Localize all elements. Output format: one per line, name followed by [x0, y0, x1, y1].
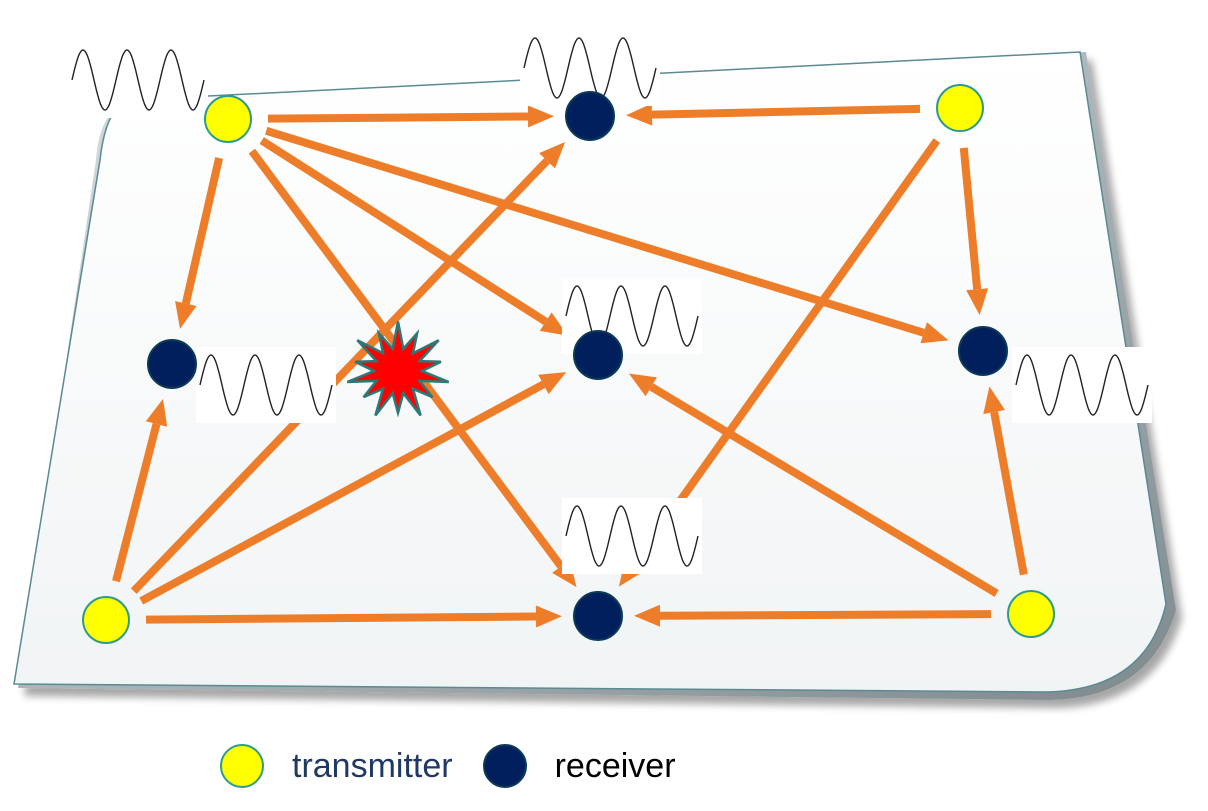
transmitter-node-tx-bottom-right: [1007, 590, 1055, 638]
arrow-tx-bottom-left-to-rx-bottom-center: [145, 605, 563, 628]
wave-signals: [68, 30, 1152, 574]
arrow-tx-top-left-to-rx-center: [259, 137, 568, 336]
sine-wave-icon: [68, 42, 208, 118]
arrow-tx-bottom-right-to-rx-middle-right: [983, 386, 1028, 576]
arrow-tx-bottom-left-to-rx-center: [139, 372, 567, 605]
sine-wave-icon: [562, 498, 702, 574]
receiver-node-rx-bottom-center: [573, 591, 623, 641]
arrow-tx-top-left-to-rx-middle-left: [175, 157, 223, 329]
legend-transmitter-label: transmitter: [292, 747, 453, 785]
collision-starburst: [346, 321, 450, 418]
arrow-tx-bottom-right-to-rx-center: [628, 373, 999, 597]
receiver-node-rx-center: [573, 330, 623, 380]
receiver-node-rx-middle-left: [147, 339, 197, 389]
arrow-tx-top-right-to-rx-top-center: [625, 103, 921, 126]
network-nodes: [82, 84, 1055, 644]
transmitter-node-tx-bottom-left: [82, 596, 130, 644]
arrow-tx-top-left-to-rx-top-center: [267, 105, 555, 128]
legend-receiver-label: receiver: [554, 747, 676, 785]
receiver-legend-icon: [482, 744, 527, 788]
arrow-tx-top-left-to-rx-middle-right: [265, 126, 949, 344]
arrow-tx-bottom-left-to-rx-middle-left: [112, 398, 168, 583]
sine-wave-icon: [196, 347, 336, 423]
sine-wave-icon: [1012, 347, 1152, 423]
transmitter-node-tx-top-right: [936, 84, 984, 132]
red-starburst-icon: [346, 321, 450, 418]
arrow-tx-bottom-right-to-rx-bottom-center: [633, 604, 992, 627]
receiver-node-rx-top-center: [565, 91, 615, 141]
arrow-tx-bottom-left-to-rx-top-center: [130, 141, 566, 594]
transmitter-node-tx-top-left: [204, 95, 252, 143]
receiver-node-rx-middle-right: [958, 326, 1008, 376]
arrow-tx-top-right-to-rx-middle-right: [959, 147, 989, 316]
legend: transmitter receiver: [220, 738, 706, 794]
transmitter-legend-icon: [220, 744, 264, 788]
